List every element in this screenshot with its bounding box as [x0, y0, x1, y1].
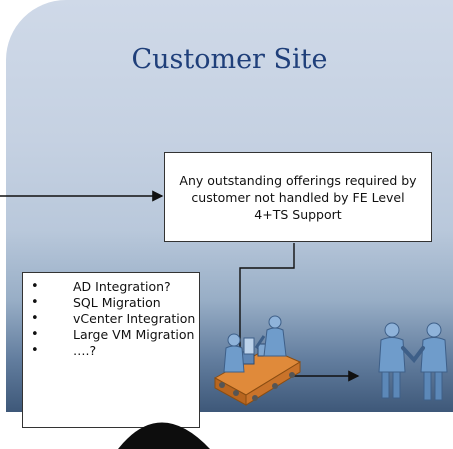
handshake-arms [401, 346, 425, 364]
offering-list: AD Integration? SQL Migration vCenter In… [22, 272, 200, 428]
list-item: AD Integration? [23, 279, 199, 295]
conveyor-belt [213, 347, 302, 406]
list-item: SQL Migration [23, 295, 199, 311]
box-to-workers-connector [234, 243, 295, 378]
person-left [378, 322, 406, 399]
diagram-title: Customer Site [131, 44, 328, 75]
offering-box: Any outstanding offerings required by cu… [164, 152, 432, 242]
offering-box-text: Any outstanding offerings required by cu… [179, 172, 417, 222]
worker-2 [254, 315, 287, 357]
list-item: vCenter Integration [23, 311, 199, 327]
list-item: Large VM Migration [23, 327, 199, 343]
person-right [420, 322, 448, 401]
list-item: ….? [23, 343, 199, 359]
worker-1 [223, 333, 255, 373]
